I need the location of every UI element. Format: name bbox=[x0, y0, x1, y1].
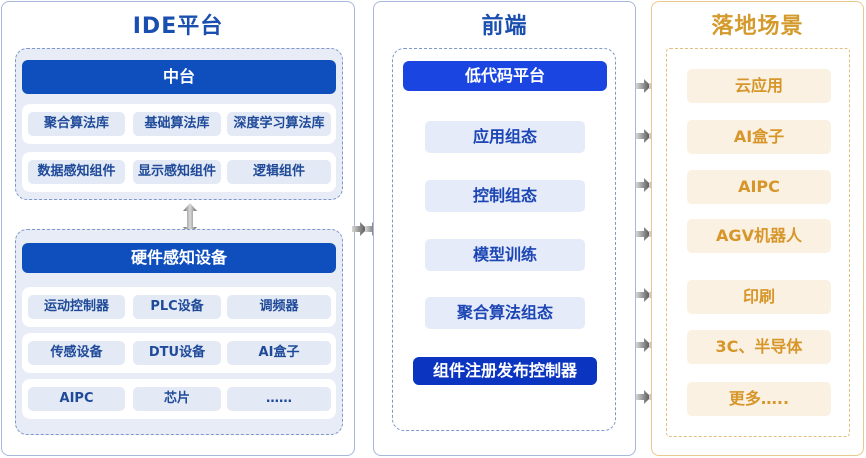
frontend-group: 低代码平台 应用组态 控制组态 模型训练 聚合算法组态 组件注册发布控制器 bbox=[392, 48, 616, 431]
pill-aipc: AIPC bbox=[687, 170, 831, 204]
pill-basic-algorithm-lib: 基础算法库 bbox=[133, 112, 221, 136]
middle-platform-header: 中台 bbox=[22, 60, 336, 94]
pill-3c-semiconductor: 3C、半导体 bbox=[687, 330, 831, 364]
double-vertical-arrow-icon bbox=[183, 203, 197, 235]
pill-plc-device: PLC设备 bbox=[133, 295, 221, 319]
middle-row-1: 聚合算法库 基础算法库 深度学习算法库 bbox=[22, 104, 336, 144]
pill-ai-box: AI盒子 bbox=[227, 341, 331, 365]
scenarios-title: 落地场景 bbox=[711, 14, 804, 39]
pill-more: 更多….. bbox=[687, 382, 831, 416]
pill-dtu-device: DTU设备 bbox=[133, 341, 221, 365]
scenarios-panel: 落地场景 云应用 AI盒子 AIPC AGV机器人 印刷 3C、半导体 更多….… bbox=[651, 1, 864, 456]
frontend-title: 前端 bbox=[481, 14, 528, 39]
pill-display-perception-component: 显示感知组件 bbox=[133, 160, 221, 184]
middle-row-2: 数据感知组件 显示感知组件 逻辑组件 bbox=[22, 152, 336, 192]
hardware-header: 硬件感知设备 bbox=[22, 243, 336, 273]
pill-cloud-app: 云应用 bbox=[687, 69, 831, 103]
frontend-panel: 前端 低代码平台 应用组态 控制组态 模型训练 聚合算法组态 组件注册发布控制器 bbox=[373, 1, 636, 456]
pill-aipc: AIPC bbox=[28, 387, 125, 411]
pill-frequency-converter: 调频器 bbox=[227, 295, 331, 319]
hardware-row-2: 传感设备 DTU设备 AI盒子 bbox=[22, 333, 336, 373]
pill-ai-box: AI盒子 bbox=[687, 120, 831, 154]
pill-more: …… bbox=[227, 387, 331, 411]
hardware-group: 硬件感知设备 运动控制器 PLC设备 调频器 传感设备 DTU设备 AI盒子 A… bbox=[15, 229, 343, 435]
pill-control-configuration: 控制组态 bbox=[425, 180, 585, 212]
pill-deep-learning-lib: 深度学习算法库 bbox=[227, 112, 331, 136]
pill-chip: 芯片 bbox=[133, 387, 221, 411]
pill-sensor-device: 传感设备 bbox=[28, 341, 125, 365]
hardware-row-1: 运动控制器 PLC设备 调频器 bbox=[22, 287, 336, 327]
pill-logic-component: 逻辑组件 bbox=[227, 160, 331, 184]
pill-model-training: 模型训练 bbox=[425, 239, 585, 271]
pill-printing: 印刷 bbox=[687, 280, 831, 314]
scenarios-group: 云应用 AI盒子 AIPC AGV机器人 印刷 3C、半导体 更多….. bbox=[666, 48, 850, 437]
low-code-platform-header: 低代码平台 bbox=[403, 61, 607, 91]
hardware-row-3: AIPC 芯片 …… bbox=[22, 379, 336, 419]
pill-data-perception-component: 数据感知组件 bbox=[28, 160, 125, 184]
pill-motion-controller: 运动控制器 bbox=[28, 295, 125, 319]
pill-app-configuration: 应用组态 bbox=[425, 121, 585, 153]
pill-agv-robot: AGV机器人 bbox=[687, 219, 831, 253]
ide-platform-title: IDE平台 bbox=[132, 14, 224, 39]
component-registry-publisher-button[interactable]: 组件注册发布控制器 bbox=[413, 357, 597, 385]
pill-aggregation-algorithm-configuration: 聚合算法组态 bbox=[425, 297, 585, 329]
middle-platform-group: 中台 聚合算法库 基础算法库 深度学习算法库 数据感知组件 显示感知组件 逻辑组… bbox=[15, 48, 343, 200]
ide-platform-panel: IDE平台 中台 聚合算法库 基础算法库 深度学习算法库 数据感知组件 显示感知… bbox=[1, 1, 355, 456]
pill-aggregation-algorithm-lib: 聚合算法库 bbox=[28, 112, 125, 136]
